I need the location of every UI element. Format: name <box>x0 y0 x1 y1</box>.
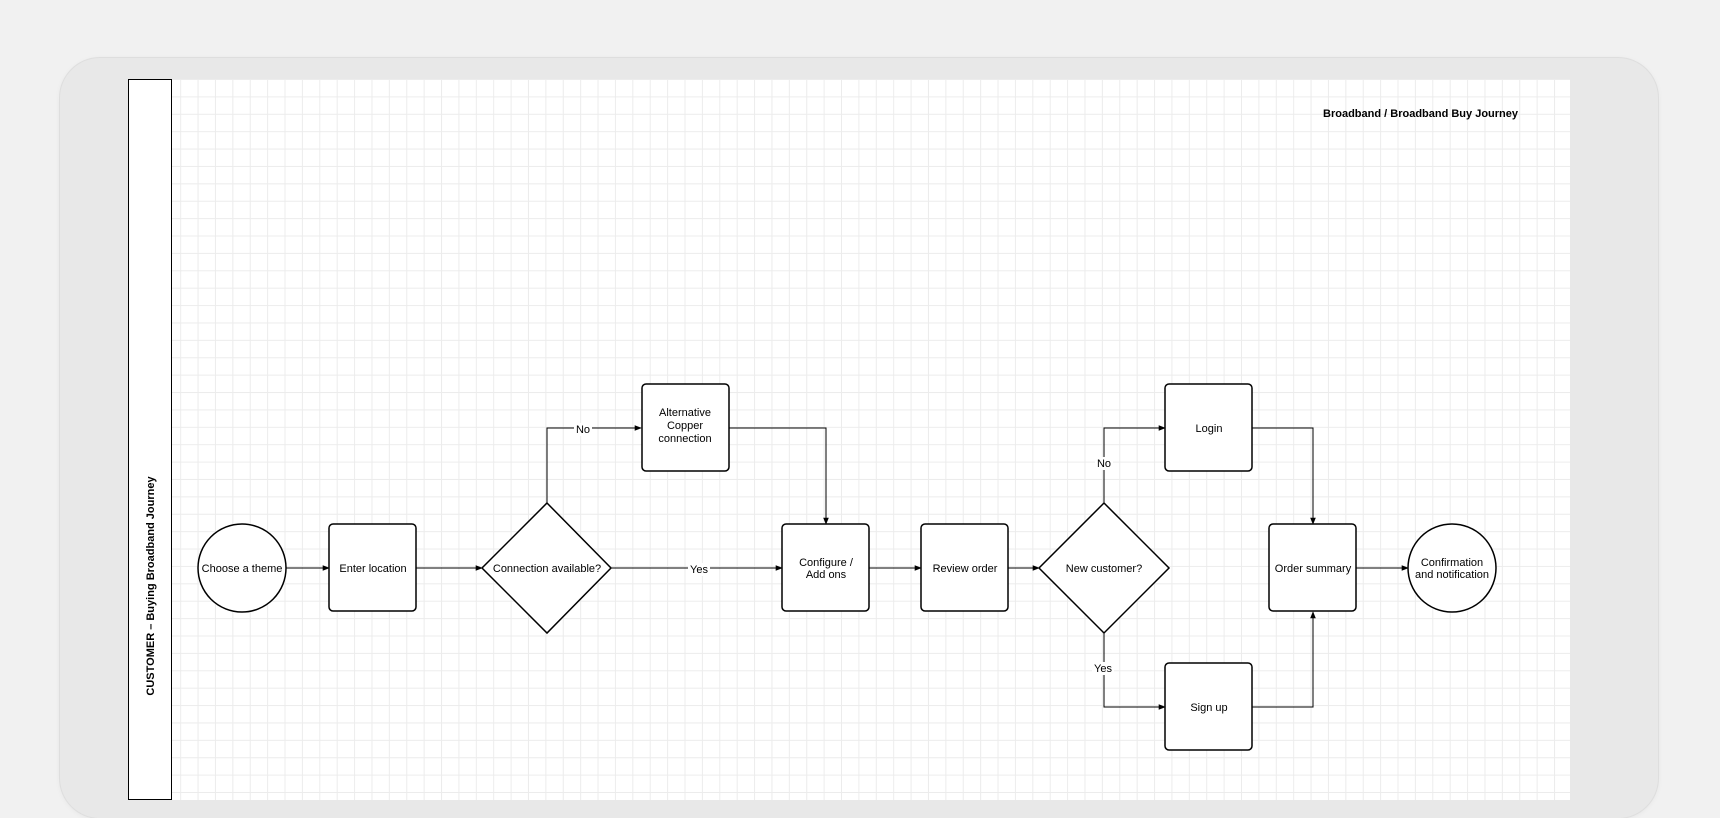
flowchart: No Yes No Yes Choose a theme Enter locat… <box>197 383 1497 751</box>
edge-label-connection-yes: Yes <box>690 564 708 576</box>
edge-newcustomer-no <box>1103 425 1166 503</box>
node-configure[interactable] <box>781 523 870 612</box>
node-sign-up[interactable] <box>1164 662 1253 751</box>
edge-label-customer-no: No <box>1097 458 1111 470</box>
node-confirmation-label-1: Confirmation <box>1421 557 1483 569</box>
node-connection-available[interactable] <box>480 501 613 635</box>
node-order-summary-label: Order summary <box>1275 563 1352 575</box>
node-login[interactable] <box>1164 383 1253 472</box>
node-new-customer-label: New customer? <box>1066 563 1142 575</box>
edge-label-customer-yes: Yes <box>1094 663 1112 675</box>
node-confirmation[interactable] <box>1407 523 1497 613</box>
node-review-order[interactable] <box>920 523 1009 612</box>
diagram-canvas[interactable]: CUSTOMER – Buying Broadband Journey Broa… <box>128 79 1570 800</box>
edge-signup-to-summary <box>1252 611 1316 708</box>
node-sign-up-label: Sign up <box>1190 702 1227 714</box>
node-review-order-label: Review order <box>933 563 998 575</box>
edge-label-connection-no: No <box>576 424 590 436</box>
edge-newcustomer-yes <box>1103 633 1166 710</box>
node-alternative-copper-label-2: Copper <box>667 420 703 432</box>
edge-connection-no <box>546 425 642 503</box>
node-alternative-copper-label-1: Alternative <box>659 407 711 419</box>
node-enter-location-label: Enter location <box>339 563 406 575</box>
node-configure-label-2: Add ons <box>806 569 847 581</box>
edge-alternative-to-configure <box>729 427 829 525</box>
node-connection-available-label: Connection available? <box>493 563 601 575</box>
node-choose-theme[interactable] <box>197 523 287 613</box>
node-order-summary[interactable] <box>1268 523 1357 612</box>
node-choose-theme-label: Choose a theme <box>202 563 283 575</box>
node-login-label: Login <box>1196 423 1223 435</box>
node-alternative-copper[interactable] <box>641 383 730 472</box>
node-configure-label-1: Configure / <box>799 557 854 569</box>
node-new-customer[interactable] <box>1037 501 1171 635</box>
node-confirmation-label-2: and notification <box>1415 569 1489 581</box>
edge-login-to-summary <box>1252 427 1316 525</box>
node-alternative-copper-label-3: connection <box>658 433 711 445</box>
swimlane-header[interactable]: CUSTOMER – Buying Broadband Journey <box>128 79 172 800</box>
node-enter-location[interactable] <box>328 523 417 612</box>
diagram-title: Broadband / Broadband Buy Journey <box>1323 108 1518 120</box>
